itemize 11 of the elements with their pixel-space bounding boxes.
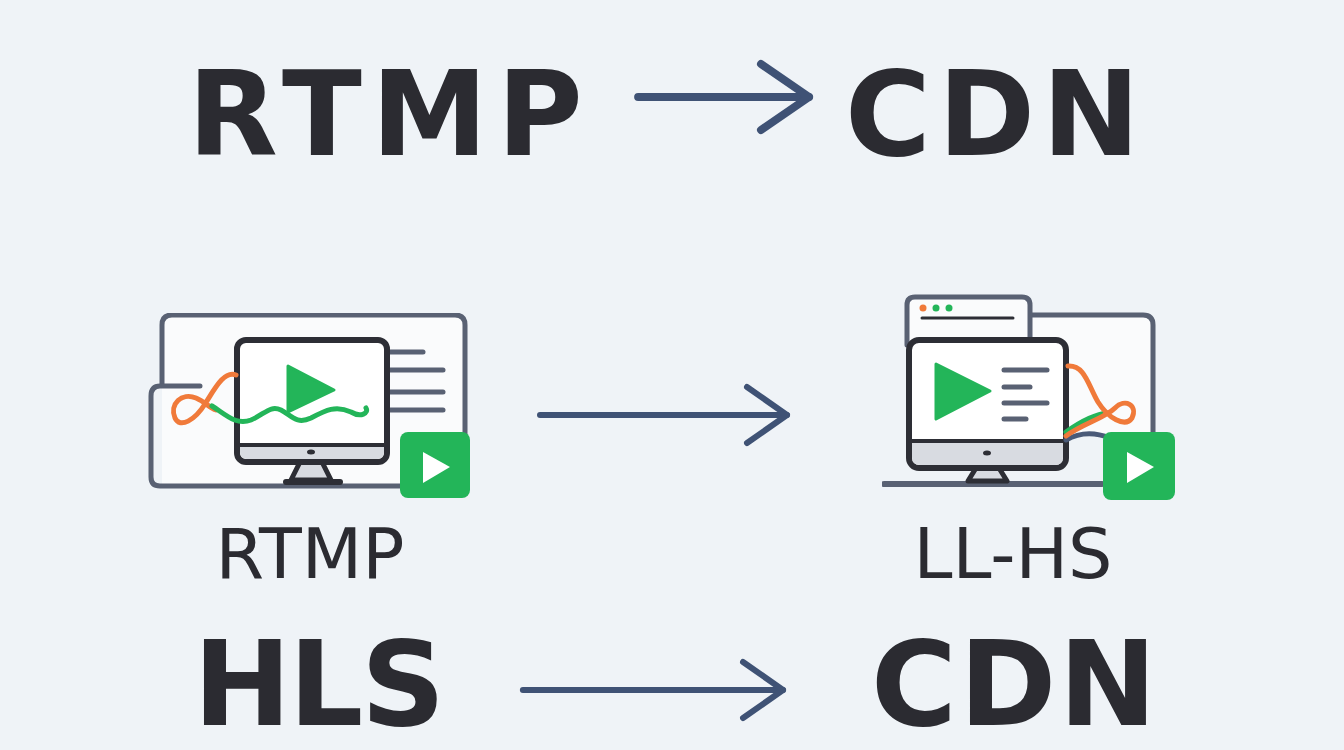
protocol-label: HLS — [193, 626, 443, 743]
arrow — [537, 384, 790, 446]
arrow — [634, 60, 813, 134]
monitor-illustration — [148, 313, 472, 501]
protocol-label: CDN — [845, 56, 1147, 173]
caption-text: LL-HS — [913, 519, 1113, 589]
arrow — [519, 659, 787, 721]
protocol-label: RTMP — [187, 56, 593, 173]
protocol-label: CDN — [871, 626, 1159, 743]
monitor-illustration — [882, 292, 1178, 502]
caption-text: RTMP — [215, 519, 405, 589]
